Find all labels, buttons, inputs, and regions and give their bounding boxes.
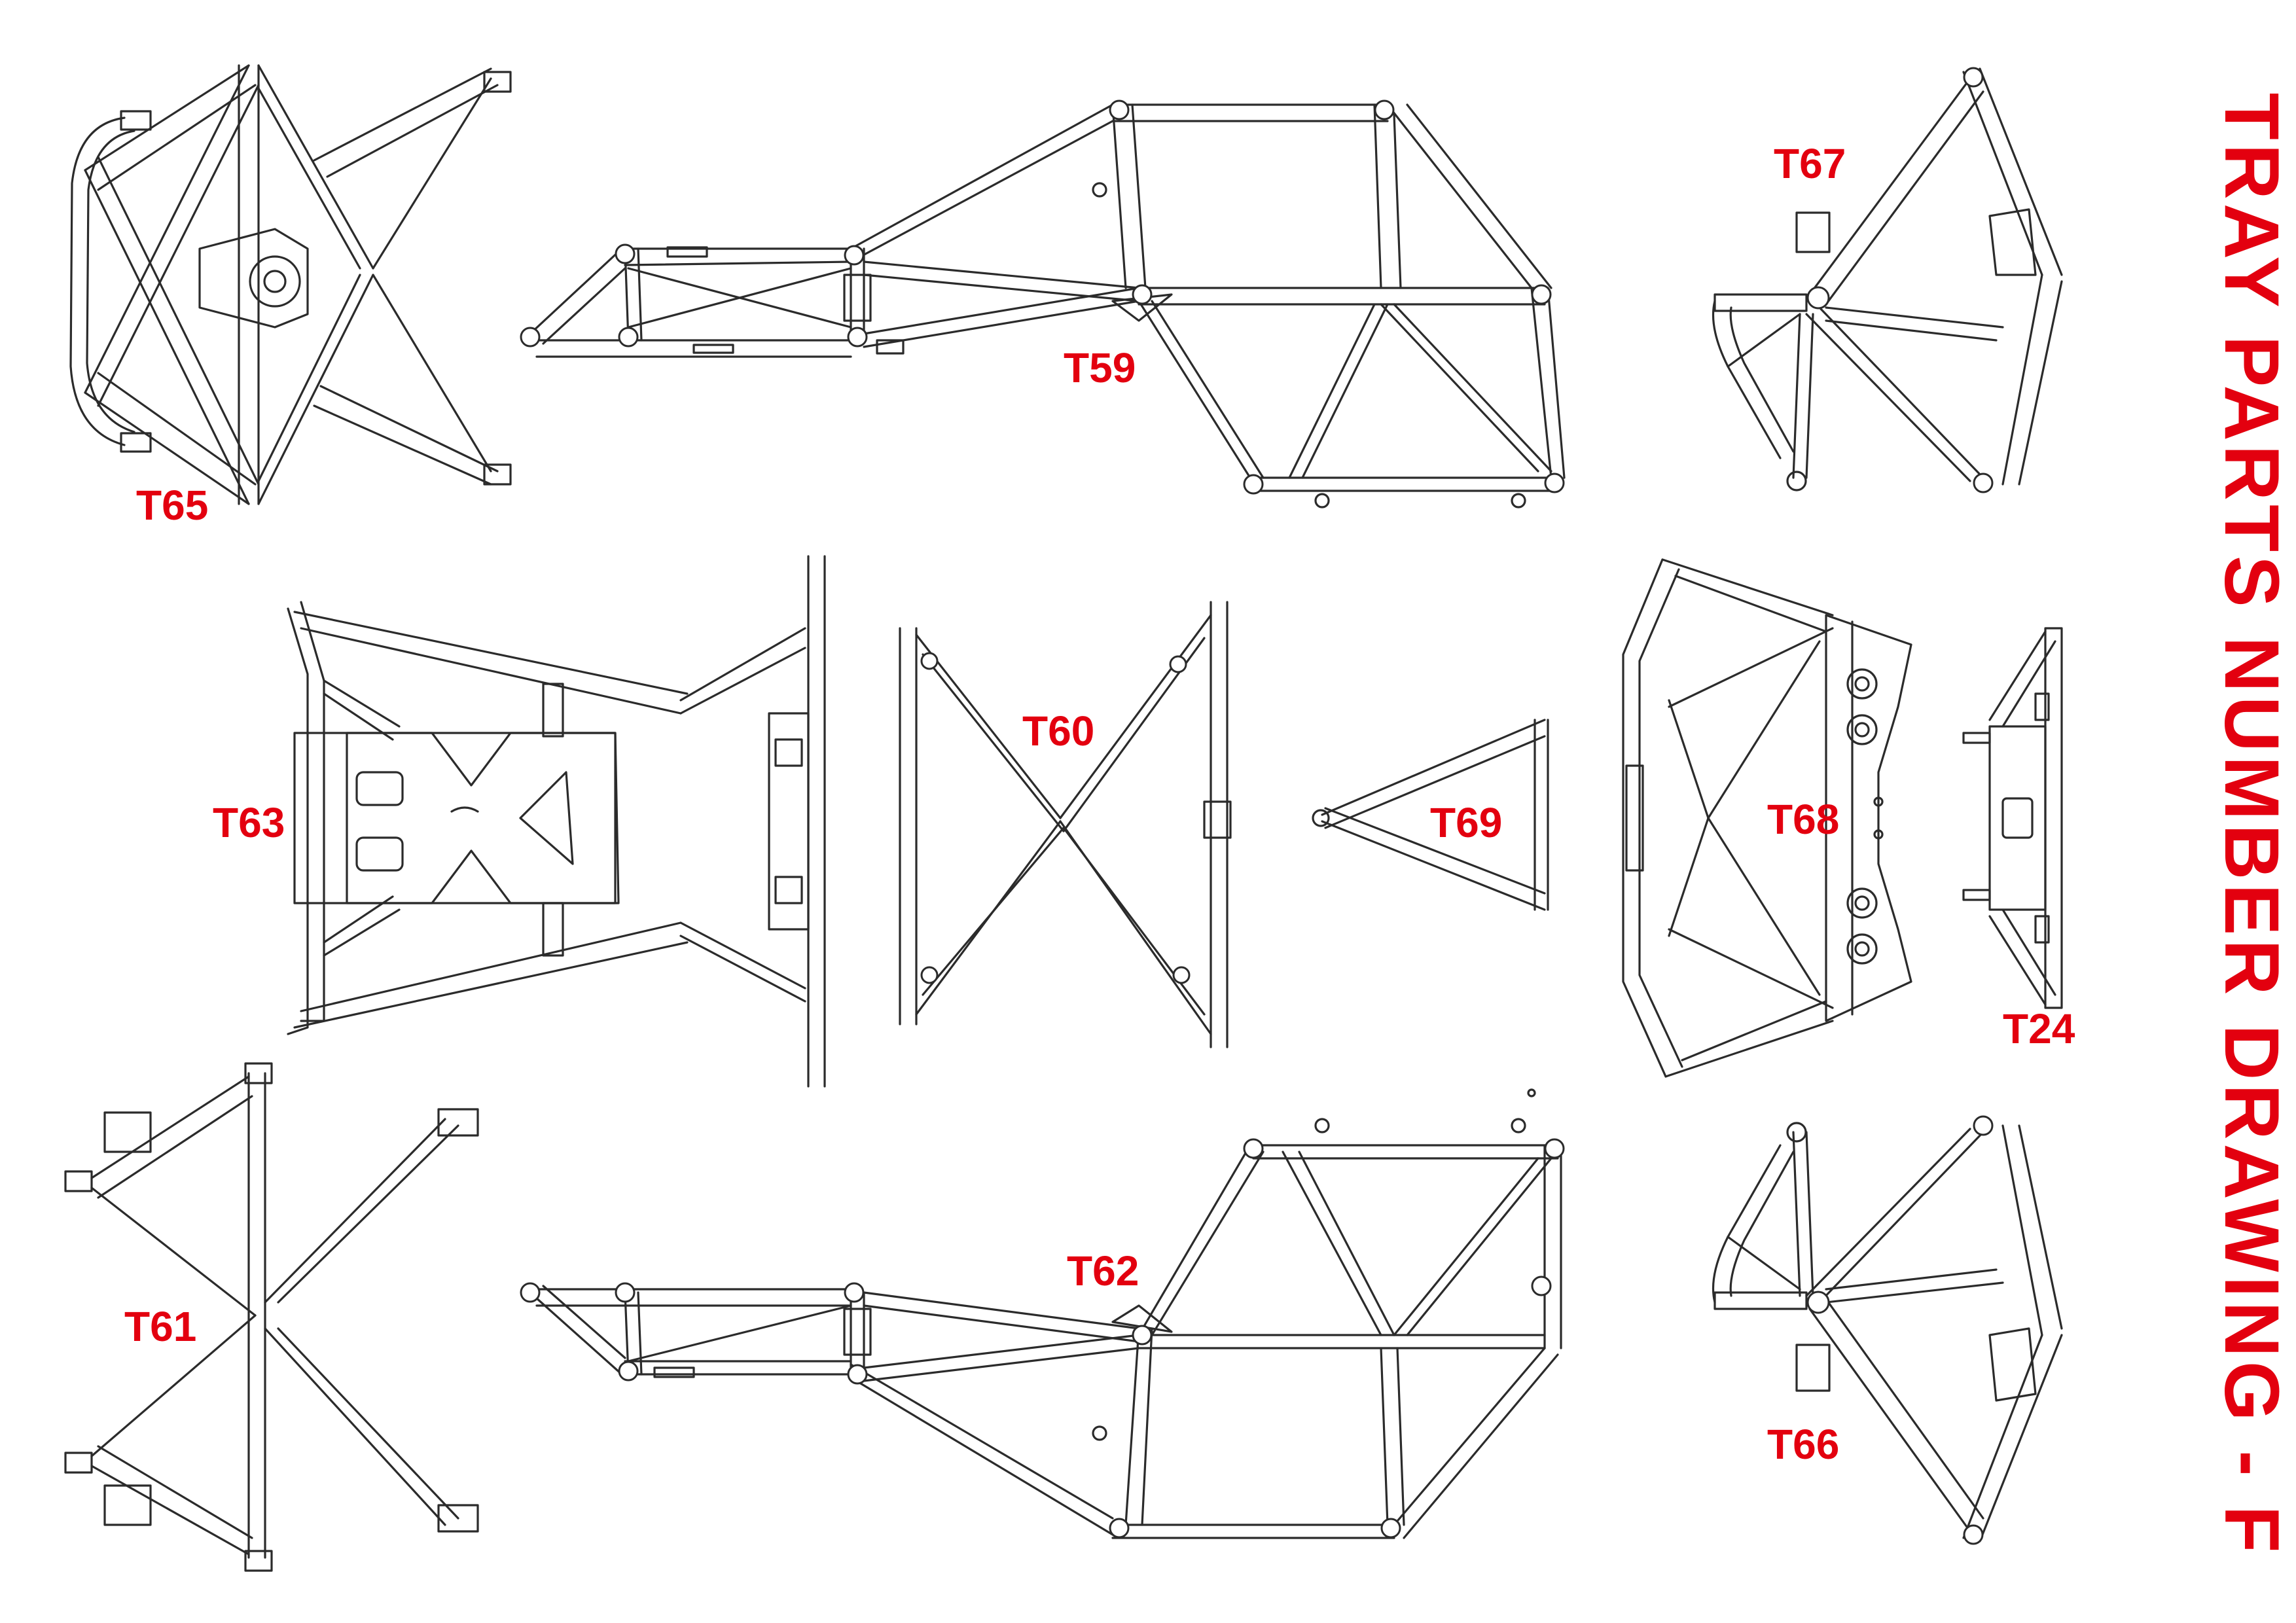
part-label-t63: T63 xyxy=(213,799,285,846)
part-label-t24: T24 xyxy=(2003,1005,2075,1052)
part-label-t68: T68 xyxy=(1767,796,1840,843)
part-t61-drawing xyxy=(64,1062,479,1572)
part-t60-joints xyxy=(920,652,1191,984)
part-label-t59: T59 xyxy=(1064,344,1136,391)
part-t67-joints xyxy=(1806,67,1994,493)
part-t68-drawing xyxy=(1622,558,1912,1078)
part-t66-joints xyxy=(1806,1115,1994,1545)
part-label-t66: T66 xyxy=(1767,1421,1840,1468)
part-label-t67: T67 xyxy=(1774,140,1846,187)
part-t65-drawing xyxy=(69,64,512,505)
drawing-title: TRAY PARTS NUMBER DRAWING - F xyxy=(2208,92,2295,1557)
part-t63-drawing xyxy=(287,555,826,1088)
part-t66-drawing xyxy=(1712,1122,2063,1543)
part-t69-drawing xyxy=(1312,719,1549,911)
part-t62-drawing xyxy=(529,1088,1562,1539)
part-t24-drawing xyxy=(1962,627,2063,1009)
part-t59-joints xyxy=(520,99,1565,495)
part-label-t65: T65 xyxy=(136,482,209,529)
drawing-title-container: TRAY PARTS NUMBER DRAWING - F xyxy=(2208,93,2295,1557)
part-label-t60: T60 xyxy=(1022,707,1095,755)
part-t67-drawing xyxy=(1712,67,2063,491)
part-label-t69: T69 xyxy=(1430,799,1503,846)
part-t59-drawing xyxy=(529,103,1566,508)
part-label-t62: T62 xyxy=(1067,1247,1139,1294)
part-t62-joints xyxy=(520,1138,1565,1539)
part-label-t61: T61 xyxy=(124,1303,197,1350)
